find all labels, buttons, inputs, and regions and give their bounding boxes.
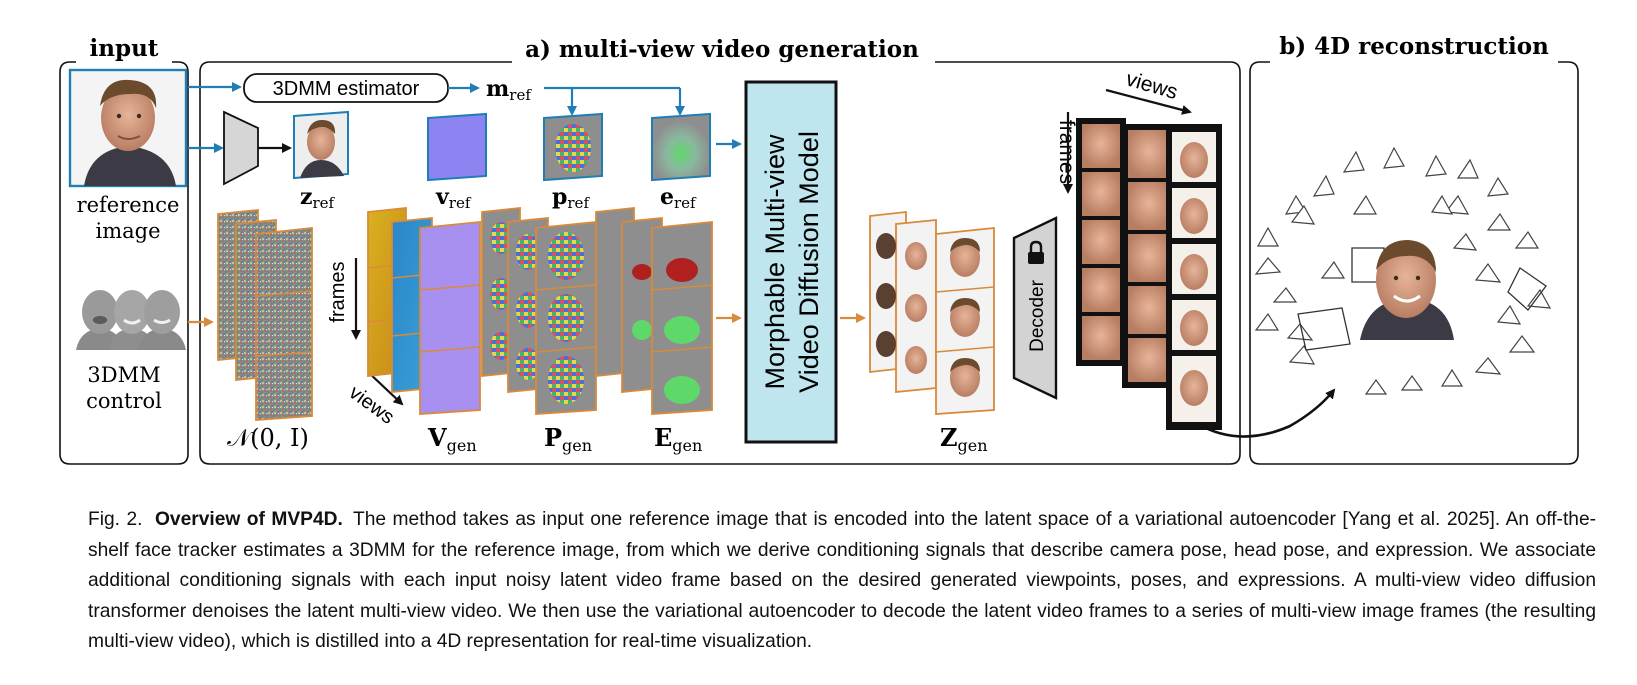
frames-axis-label: frames [327, 261, 349, 322]
v-ref-symbol: vref [435, 184, 472, 212]
v-gen-symbol: Vgen [427, 423, 477, 455]
m-ref-symbol: mref [486, 76, 532, 104]
diffusion-model-line-2: Video Diffusion Model [794, 131, 824, 393]
noise-latent-stack [217, 209, 313, 421]
p-ref-map [543, 112, 603, 182]
generation-section-title: a) multi-view video generation [525, 36, 919, 63]
views-axis-label: views [345, 382, 398, 429]
decoder-block [1012, 216, 1058, 400]
e-ref-symbol: eref [660, 184, 697, 212]
reference-image-label-2: image [95, 219, 160, 243]
reconstruction-section-title: b) 4D reconstruction [1279, 33, 1549, 60]
noise-symbol: 𝒩(0, I) [227, 424, 309, 452]
arrow-video-to-4d [1197, 388, 1336, 438]
output-film-strips [1076, 118, 1222, 430]
z-ref-symbol: zref [300, 184, 336, 212]
3dmm-estimator-label: 3DMM estimator [273, 78, 420, 100]
e-gen-symbol: Egen [654, 423, 702, 455]
reconstructed-head [1360, 240, 1454, 340]
z-gen-symbol: Zgen [940, 423, 988, 455]
p-gen-symbol: Pgen [544, 423, 592, 455]
3dmm-control-label-1: 3DMM [87, 363, 160, 387]
diffusion-model-box [744, 80, 838, 444]
views-axis-arrow [367, 371, 404, 406]
v-gen-stack [367, 207, 481, 415]
input-section-title: input [90, 35, 159, 62]
caption-title: Overview of MVP4D. [154, 509, 343, 530]
reference-image [68, 68, 188, 188]
diffusion-model-line-1: Morphable Multi-view [760, 134, 790, 390]
e-ref-map [651, 112, 711, 182]
3dmm-control-label-2: control [86, 389, 162, 413]
reference-image-label-1: reference [77, 193, 180, 217]
generation-panel [199, 61, 1241, 465]
output-views-arrow [1105, 88, 1192, 115]
z-gen-stack [869, 210, 995, 415]
figure-diagram: input a) multi-view video generation b) … [59, 33, 1579, 465]
3dmm-control-heads [76, 290, 186, 350]
z-ref-latent [293, 110, 349, 180]
caption-body: The method takes as input one reference … [88, 509, 1597, 652]
e-gen-stack [595, 207, 713, 415]
reconstruction-panel [1249, 61, 1579, 465]
camera-frustums [1254, 146, 1552, 395]
caption-figure-number: Fig. 2. [88, 509, 143, 530]
p-ref-symbol: pref [552, 184, 590, 212]
lock-icon [1028, 240, 1044, 264]
figure-caption: Fig. 2. Overview of MVP4D. The method ta… [88, 505, 1596, 658]
p-gen-stack [481, 207, 597, 415]
input-panel [59, 61, 189, 465]
v-ref-map [427, 112, 487, 182]
encoder-icon [223, 110, 259, 186]
output-views-label: views [1123, 67, 1180, 104]
output-frames-label: frames [1055, 120, 1078, 184]
decoder-label: Decoder [1027, 279, 1048, 351]
